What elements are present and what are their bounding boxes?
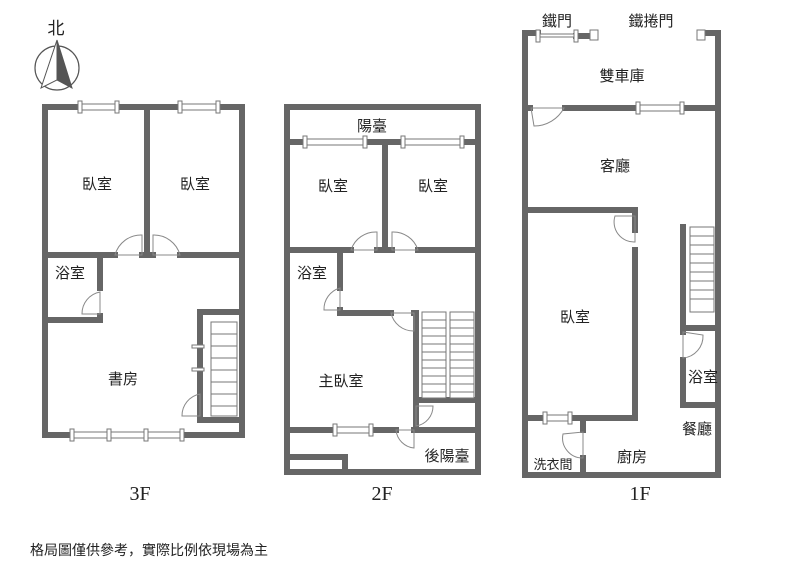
floor-label-3f: 3F: [129, 483, 150, 505]
door-arc: [391, 231, 419, 251]
floor-2f-plan: 陽臺 臥室 臥室 浴室 主臥室 後陽臺 2F: [284, 104, 481, 505]
door-arc: [152, 234, 181, 256]
room-label-bathroom: 浴室: [55, 264, 85, 282]
room-label-kitchen: 廚房: [617, 448, 647, 466]
door-arc: [562, 431, 584, 459]
floor-3f-plan: 臥室 臥室 浴室 書房 3F: [42, 100, 245, 505]
window: [69, 100, 221, 442]
room-label-bedroom: 臥室: [318, 177, 348, 195]
label-rolling-door: 鐵捲門: [628, 12, 673, 30]
door-arc: [181, 393, 201, 417]
north-label: 北: [48, 19, 65, 39]
staircase: [421, 311, 475, 399]
room-label-rear-balcony: 後陽臺: [424, 447, 469, 465]
door-arc: [81, 291, 101, 315]
door-arc: [323, 287, 341, 311]
room-label-bedroom: 臥室: [418, 177, 448, 195]
door-arc: [350, 231, 378, 251]
room-label-bedroom: 臥室: [560, 308, 590, 326]
door-arc: [530, 107, 565, 127]
room-label-garage: 雙車庫: [599, 67, 644, 85]
room-label-bedroom: 臥室: [180, 175, 210, 193]
door-arc: [415, 405, 434, 427]
room-label-master-bedroom: 主臥室: [318, 372, 363, 390]
floor-label-1f: 1F: [629, 483, 650, 505]
iron-door: [535, 29, 706, 43]
label-iron-door: 鐵門: [542, 12, 572, 30]
window: [542, 101, 685, 425]
floor-label-2f: 2F: [371, 483, 392, 505]
door-arc: [114, 234, 143, 256]
floor-1f-plan: 鐵門 鐵捲門 雙車庫 客廳 臥室 浴室 餐廳 廚房 洗衣間 1F: [522, 12, 721, 505]
room-label-study: 書房: [108, 370, 138, 388]
door-arc: [613, 215, 636, 243]
staircase: [689, 226, 715, 313]
disclaimer-note: 格局圖僅供參考，實際比例依現場為主: [30, 542, 268, 559]
room-label-living-room: 客廳: [600, 157, 630, 175]
room-label-bedroom: 臥室: [82, 175, 112, 193]
north-compass-icon: [34, 39, 80, 91]
room-label-bathroom: 浴室: [688, 368, 718, 386]
room-label-laundry: 洗衣間: [533, 457, 572, 473]
window: [302, 135, 465, 437]
room-label-dining-room: 餐廳: [682, 420, 712, 438]
door-arc: [395, 429, 415, 449]
door-arc: [682, 331, 704, 359]
door-arc: [390, 312, 415, 332]
room-label-bathroom: 浴室: [297, 264, 327, 282]
room-label-balcony: 陽臺: [357, 117, 387, 135]
staircase: [210, 321, 238, 417]
